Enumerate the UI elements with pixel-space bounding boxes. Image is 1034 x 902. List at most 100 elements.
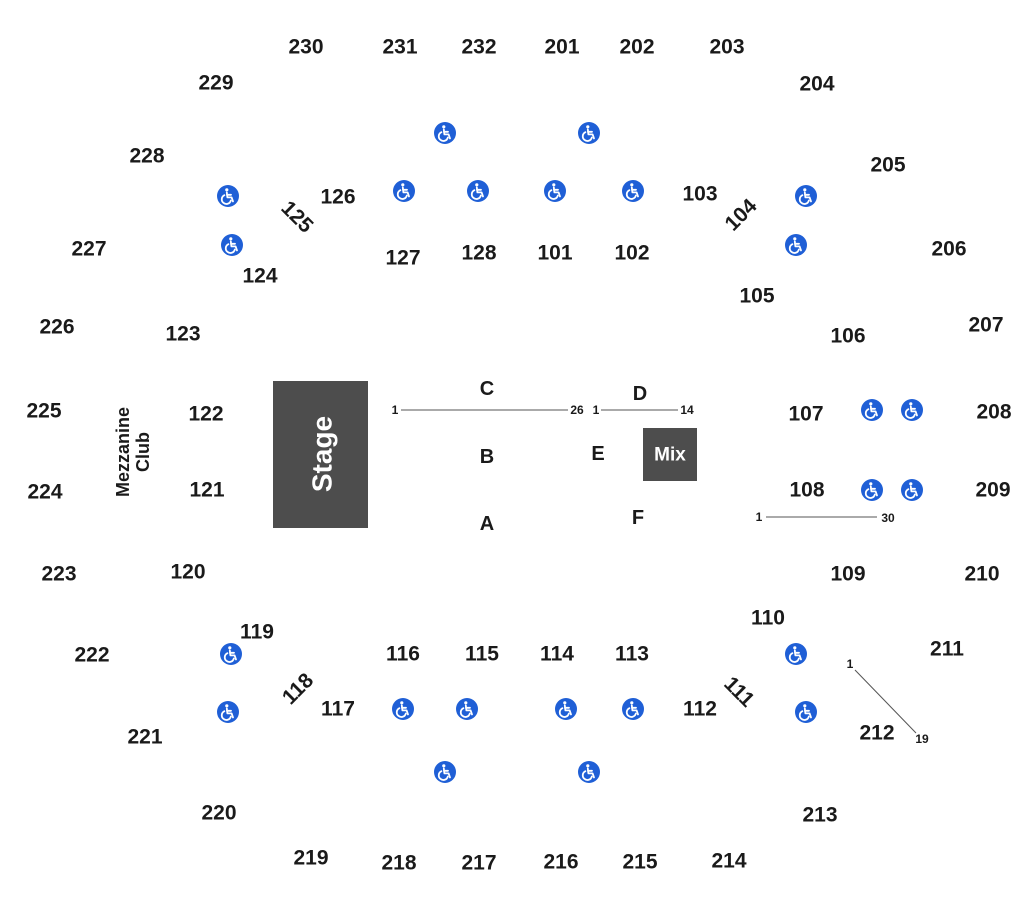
section-121[interactable]: 121 [189, 479, 224, 502]
section-128[interactable]: 128 [461, 242, 496, 265]
section-214[interactable]: 214 [711, 850, 746, 873]
section-208[interactable]: 208 [976, 401, 1011, 424]
section-201[interactable]: 201 [544, 36, 579, 59]
section-122[interactable]: 122 [188, 403, 223, 426]
section-125[interactable]: 125 [276, 196, 317, 237]
wheelchair-accessible-icon[interactable] [794, 700, 818, 724]
section-110[interactable]: 110 [751, 607, 785, 630]
floor-section-a[interactable]: A [480, 513, 494, 535]
wheelchair-accessible-icon[interactable] [543, 179, 567, 203]
section-119[interactable]: 119 [240, 621, 274, 644]
section-220[interactable]: 220 [201, 802, 236, 825]
section-104[interactable]: 104 [720, 194, 761, 235]
row-range-c: 1 26 [392, 403, 584, 417]
section-232[interactable]: 232 [461, 36, 496, 59]
wheelchair-accessible-icon[interactable] [794, 184, 818, 208]
section-109[interactable]: 109 [830, 563, 865, 586]
wheelchair-accessible-icon[interactable] [433, 121, 457, 145]
section-227[interactable]: 227 [71, 238, 106, 261]
section-228[interactable]: 228 [129, 145, 164, 168]
row-range-d-start: 1 [593, 403, 600, 417]
section-211[interactable]: 211 [930, 638, 964, 661]
wheelchair-accessible-icon[interactable] [784, 642, 808, 666]
section-209[interactable]: 209 [975, 479, 1010, 502]
section-216[interactable]: 216 [543, 851, 578, 874]
section-115[interactable]: 115 [465, 643, 499, 666]
section-223[interactable]: 223 [41, 563, 76, 586]
section-221[interactable]: 221 [127, 726, 162, 749]
wheelchair-accessible-icon[interactable] [577, 121, 601, 145]
wheelchair-accessible-icon[interactable] [220, 233, 244, 257]
section-225[interactable]: 225 [26, 400, 61, 423]
row-range-108: 1 30 [756, 510, 895, 525]
wheelchair-accessible-icon[interactable] [392, 179, 416, 203]
section-205[interactable]: 205 [870, 154, 905, 177]
mix-block [643, 428, 697, 481]
wheelchair-accessible-icon[interactable] [433, 760, 457, 784]
stage: Stage [273, 381, 368, 528]
section-112[interactable]: 112 [683, 698, 717, 721]
section-202[interactable]: 202 [619, 36, 654, 59]
row-range-212: 1 19 [847, 657, 929, 746]
section-102[interactable]: 102 [614, 242, 649, 265]
section-226[interactable]: 226 [39, 316, 74, 339]
wheelchair-accessible-icon[interactable] [900, 398, 924, 422]
section-107[interactable]: 107 [788, 403, 823, 426]
wheelchair-accessible-icon[interactable] [554, 697, 578, 721]
wheelchair-accessible-icon[interactable] [860, 398, 884, 422]
floor-section-d[interactable]: D [633, 383, 647, 405]
section-126[interactable]: 126 [320, 186, 355, 209]
mezzanine-club-line1: Mezzanine [113, 407, 133, 497]
wheelchair-accessible-icon[interactable] [621, 179, 645, 203]
section-114[interactable]: 114 [540, 643, 574, 666]
wheelchair-accessible-icon[interactable] [216, 184, 240, 208]
section-105[interactable]: 105 [739, 285, 774, 308]
wheelchair-accessible-icon[interactable] [860, 478, 884, 502]
section-204[interactable]: 204 [799, 73, 834, 96]
section-219[interactable]: 219 [293, 847, 328, 870]
wheelchair-accessible-icon[interactable] [391, 697, 415, 721]
section-224[interactable]: 224 [27, 481, 62, 504]
wheelchair-accessible-icon[interactable] [577, 760, 601, 784]
section-124[interactable]: 124 [242, 265, 277, 288]
section-231[interactable]: 231 [382, 36, 417, 59]
wheelchair-accessible-icon[interactable] [900, 478, 924, 502]
section-207[interactable]: 207 [968, 314, 1003, 337]
section-118[interactable]: 118 [278, 669, 318, 709]
wheelchair-accessible-icon[interactable] [219, 642, 243, 666]
wheelchair-accessible-icon[interactable] [621, 697, 645, 721]
wheelchair-accessible-icon[interactable] [216, 700, 240, 724]
section-230[interactable]: 230 [288, 36, 323, 59]
section-206[interactable]: 206 [931, 238, 966, 261]
floor-section-c[interactable]: C [480, 378, 494, 400]
section-120[interactable]: 120 [170, 561, 205, 584]
floor-section-e[interactable]: E [591, 443, 604, 465]
floor-section-b[interactable]: B [480, 446, 494, 468]
section-210[interactable]: 210 [964, 563, 999, 586]
section-123[interactable]: 123 [165, 323, 200, 346]
floor-section-f[interactable]: F [632, 507, 644, 529]
wheelchair-accessible-icon[interactable] [455, 697, 479, 721]
section-113[interactable]: 113 [615, 643, 649, 666]
mezzanine-club[interactable]: Mezzanine Club [113, 407, 153, 497]
section-213[interactable]: 213 [802, 804, 837, 827]
section-117[interactable]: 117 [321, 698, 355, 721]
wheelchair-accessible-icon[interactable] [784, 233, 808, 257]
row-range-212-start: 1 [847, 657, 854, 671]
section-106[interactable]: 106 [830, 325, 865, 348]
wheelchair-accessible-icon[interactable] [466, 179, 490, 203]
section-111[interactable]: 111 [719, 672, 759, 712]
section-203[interactable]: 203 [709, 36, 744, 59]
section-103[interactable]: 103 [682, 183, 717, 206]
section-222[interactable]: 222 [74, 644, 109, 667]
section-116[interactable]: 116 [386, 643, 420, 666]
section-215[interactable]: 215 [622, 851, 657, 874]
section-217[interactable]: 217 [461, 852, 496, 875]
section-229[interactable]: 229 [198, 72, 233, 95]
section-212[interactable]: 212 [859, 722, 894, 745]
section-218[interactable]: 218 [381, 852, 416, 875]
section-101[interactable]: 101 [537, 242, 572, 265]
section-108[interactable]: 108 [789, 479, 824, 502]
section-127[interactable]: 127 [385, 247, 420, 270]
